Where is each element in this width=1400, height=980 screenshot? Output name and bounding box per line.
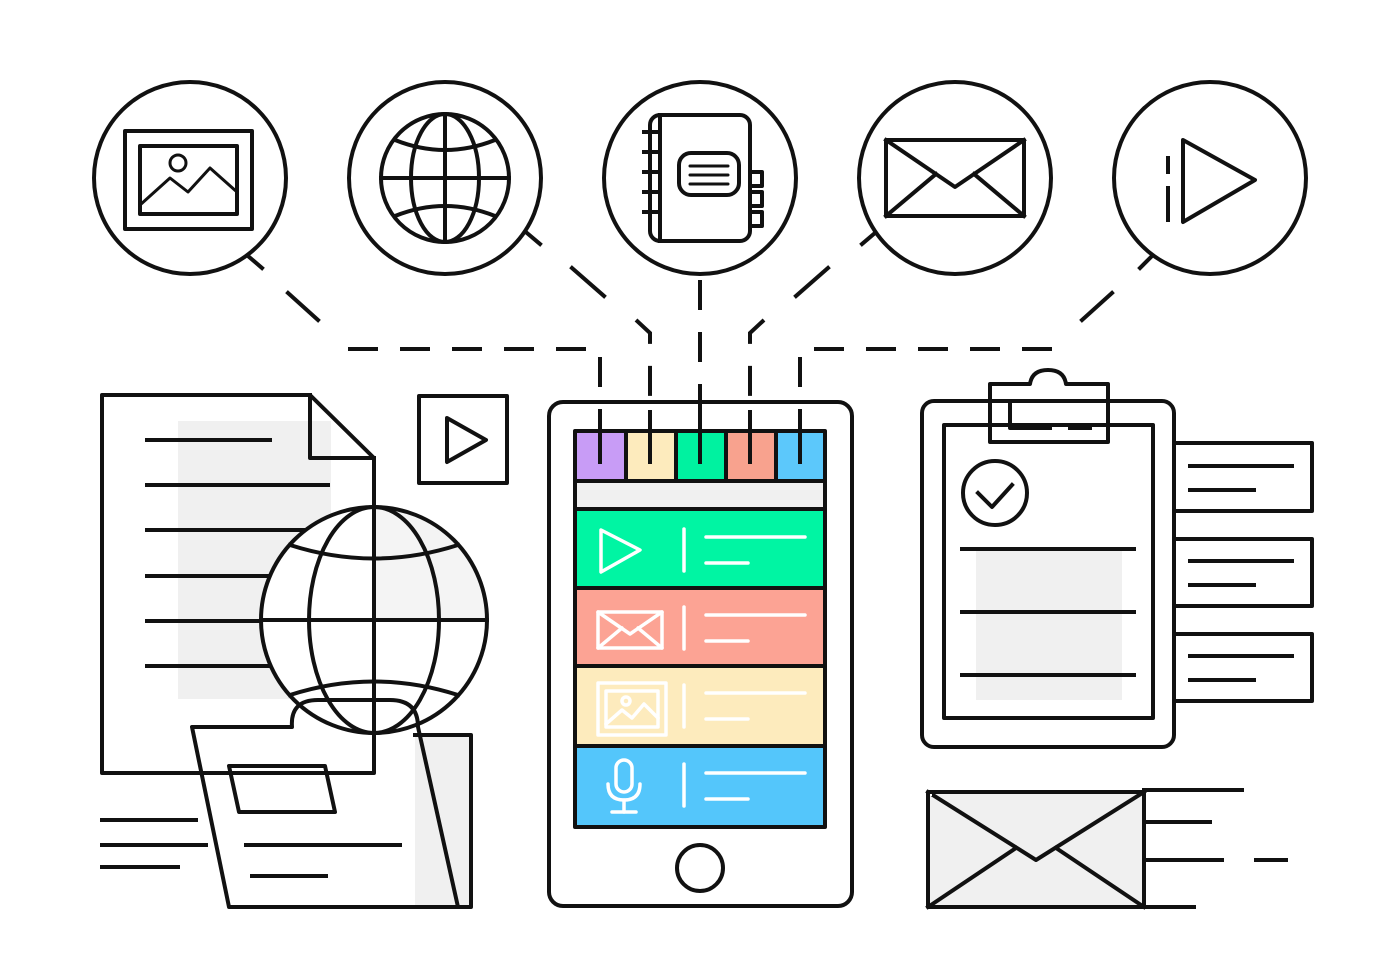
- mail-icon: [925, 789, 1147, 910]
- phone-tab-markers: [598, 410, 802, 483]
- image-icon-circle[interactable]: [92, 80, 288, 276]
- folder-icon: [190, 698, 473, 909]
- speed-lines-left: [100, 818, 208, 869]
- clipboard-notes: [1174, 441, 1314, 703]
- phone-row-lines: [682, 527, 807, 808]
- phone-home-button[interactable]: [675, 843, 725, 893]
- large-globe-icon: [259, 505, 489, 735]
- phone-row-mail[interactable]: [577, 589, 823, 667]
- phone-row-play[interactable]: [577, 511, 823, 589]
- phone-app-list: [573, 511, 827, 825]
- clipboard: [920, 368, 1176, 749]
- play-icon: [445, 416, 488, 464]
- mail-icon: [883, 137, 1027, 219]
- checkmark-icon: [961, 459, 1029, 527]
- globe-icon-circle[interactable]: [347, 80, 543, 276]
- connector-lines: [285, 265, 1115, 412]
- mail-icon-circle[interactable]: [857, 80, 1053, 276]
- phone[interactable]: [547, 400, 854, 908]
- small-play-button[interactable]: [417, 394, 509, 485]
- play-icon-circle[interactable]: [1112, 80, 1308, 276]
- play-icon: [599, 528, 642, 574]
- speed-lines-right: [1142, 788, 1288, 909]
- image-icon: [123, 129, 254, 231]
- address-book-icon-circle[interactable]: [602, 80, 798, 276]
- address-book-icon: [642, 113, 764, 243]
- play-icon: [1166, 138, 1257, 224]
- globe-icon: [379, 112, 511, 244]
- mail-icon: [596, 610, 664, 650]
- image-icon: [596, 681, 668, 737]
- microphone-icon: [606, 758, 642, 814]
